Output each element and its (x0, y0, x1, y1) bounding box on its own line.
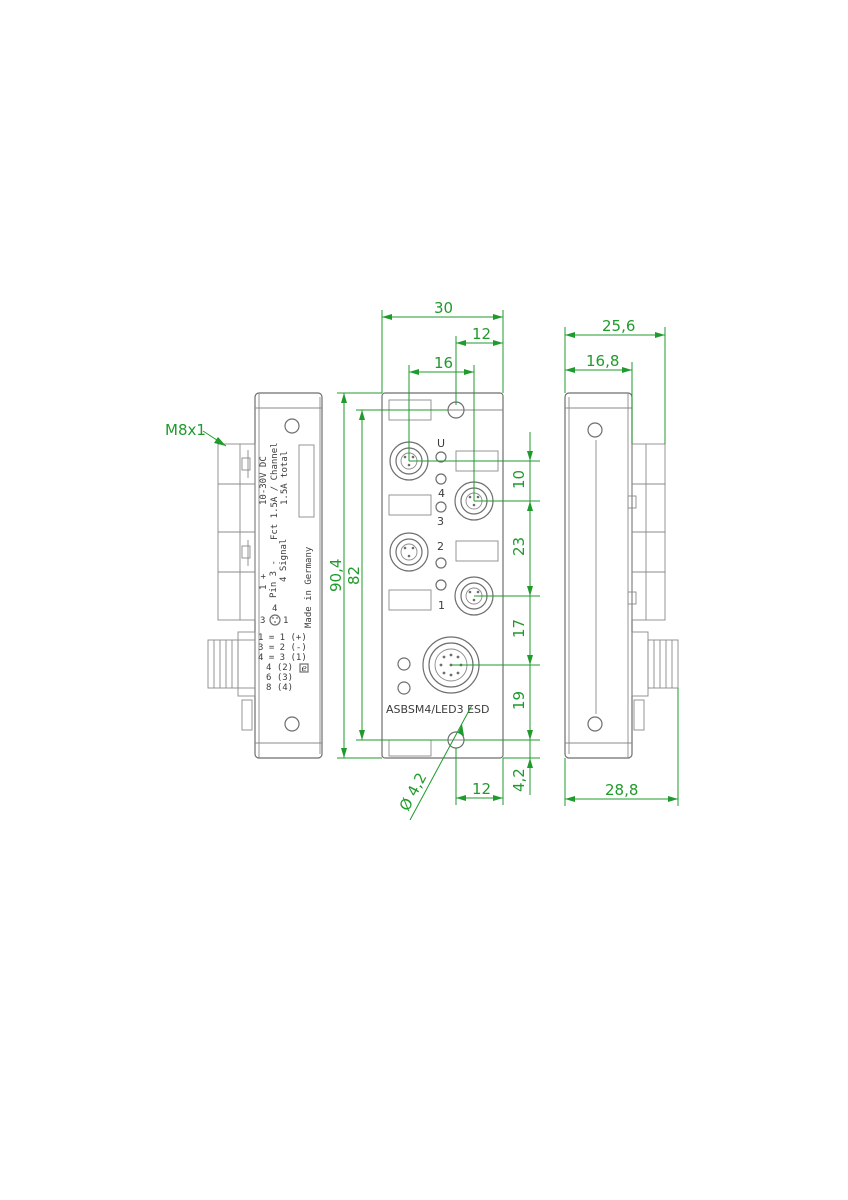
side-pin-line-2: Pin 3 - (269, 560, 279, 598)
port-label-u: U (437, 437, 445, 450)
dim-side-width: 25,6 (602, 317, 635, 335)
side-pin-line-3: 4 Signal (279, 539, 289, 582)
dim-side-inner: 16,8 (586, 352, 619, 370)
front-view: U 4 3 2 1 (381, 392, 504, 759)
side-fct-total-label: 1.5A total (280, 451, 290, 505)
dim-bottom-12: 12 (472, 780, 491, 798)
dim-row-10: 10 (510, 470, 528, 489)
pin-table-row-4: 4 (2) (266, 663, 293, 673)
dim-pitch-right: 12 (472, 325, 491, 343)
pin-table-row-3: 4 = 3 (1) (258, 653, 307, 663)
dim-width-total: 30 (434, 299, 453, 317)
dim-height-total: 90,4 (327, 559, 345, 592)
dim-pitch-left: 16 (434, 354, 453, 372)
pin-number-right: 1 (283, 616, 288, 626)
made-in-label: Made in Germany (304, 546, 314, 628)
side-voltage-label: 10-30V DC (259, 456, 269, 505)
dim-row-23: 23 (510, 537, 528, 556)
dim-side-bottom: 28,8 (605, 781, 638, 799)
model-label: ASBSM4/LED3 ESD (386, 703, 490, 716)
dim-row-17: 17 (510, 619, 528, 638)
dim-bottom-42: 4,2 (510, 768, 528, 792)
side-fct-label: Fct 1.5A / Channel (270, 442, 280, 540)
dim-height-inner: 82 (345, 566, 363, 585)
pin-table-row-5: 6 (3) (266, 673, 293, 683)
pin-number-top: 4 (272, 604, 277, 614)
port-label-1: 1 (438, 599, 445, 612)
right-side-view (564, 392, 679, 759)
thread-label: M8x1 (165, 421, 206, 439)
port-label-2: 2 (437, 540, 444, 553)
pin-table-row-2: 3 = 2 (-) (258, 643, 307, 653)
pin-number-left: 3 (260, 616, 265, 626)
pin-table-row-1: 1 = 1 (+) (258, 633, 307, 643)
ce-mark: ℯ (302, 664, 307, 674)
port-label-4: 4 (438, 487, 445, 500)
left-side-view: ℯ 10-30V DC Fct 1.5A / Channel 1.5A tota… (165, 392, 323, 759)
pin-table-row-6: 8 (4) (266, 683, 293, 693)
side-pin-line-1: 1 + (259, 573, 269, 590)
port-label-3: 3 (437, 515, 444, 528)
dimensions: 30 12 16 90,4 82 (327, 299, 679, 821)
dim-row-19: 19 (510, 691, 528, 710)
